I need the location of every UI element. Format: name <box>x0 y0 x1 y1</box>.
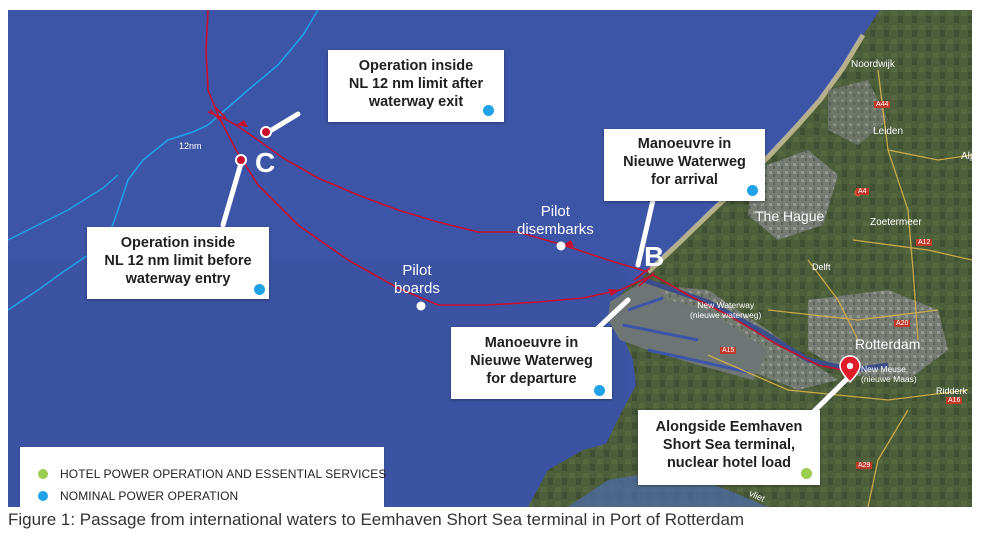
callout-departure: Manoeuvre in Nieuwe Waterweg for departu… <box>451 327 612 399</box>
nominal-power-indicator <box>483 105 494 116</box>
city-delft: Delft <box>812 262 831 272</box>
river-new-meuse-label: New Meuse (nieuwe Maas) <box>861 364 917 384</box>
hotel-power-indicator <box>801 468 812 479</box>
city-noordwijk: Noordwijk <box>851 59 895 70</box>
pilot-disembarks-label: Pilot disembarks <box>517 203 594 238</box>
urban-the-hague <box>748 150 838 240</box>
callout-waterway-exit: Operation inside NL 12 nm limit after wa… <box>328 50 504 122</box>
road-shield-a44: A44 <box>874 101 891 108</box>
callout-waterway-exit-text: Operation inside NL 12 nm limit after wa… <box>348 58 484 110</box>
city-the-hague: The Hague <box>755 208 825 224</box>
map-legend: HOTEL POWER OPERATION AND ESSENTIAL SERV… <box>20 447 387 507</box>
pilot-disembarks-dot <box>556 241 566 251</box>
point-c-label: C <box>255 147 276 178</box>
callout-arrival-text: Manoeuvre in Nieuwe Waterweg for arrival <box>623 136 746 188</box>
figure-caption: Figure 1: Passage from international wat… <box>8 510 745 529</box>
blue-dot-icon <box>38 491 48 501</box>
point-b-label: B <box>644 241 665 272</box>
road-shield-a29: A29 <box>856 462 873 469</box>
callout-eemhaven-terminal-text: Alongside Eemhaven Short Sea terminal, n… <box>655 419 803 471</box>
road-shield-a4: A4 <box>856 188 869 195</box>
legend-label: NOMINAL POWER OPERATION <box>60 489 239 503</box>
callout-waterway-entry-text: Operation inside NL 12 nm limit before w… <box>104 235 252 287</box>
pilot-boards-label: Pilot boards <box>394 262 440 297</box>
city-alp: Alp <box>961 151 972 162</box>
road-shield-a20: A20 <box>894 320 911 327</box>
callout-arrival: Manoeuvre in Nieuwe Waterweg for arrival <box>604 129 765 201</box>
road-network <box>707 69 972 507</box>
limit-12nm-label: 12nm <box>179 141 202 151</box>
nominal-power-indicator <box>747 185 758 196</box>
callout-departure-text: Manoeuvre in Nieuwe Waterweg for departu… <box>470 335 593 387</box>
terminal-pin-icon <box>839 355 861 384</box>
city-zoetermeer: Zoetermeer <box>870 217 922 228</box>
road-shield-a12: A12 <box>916 239 933 246</box>
outbound-route <box>207 111 649 273</box>
pilot-boards-dot <box>416 301 426 311</box>
nominal-power-indicator <box>594 385 605 396</box>
callout-waterway-entry: Operation inside NL 12 nm limit before w… <box>87 227 269 299</box>
waypoint-exit-dot <box>260 126 272 138</box>
previous-text-fragment <box>0 0 982 10</box>
green-dot-icon <box>38 469 48 479</box>
road-shield-a16: A16 <box>946 397 963 404</box>
map-view[interactable]: C B 12nm Pilot boards Pilot disembarks T… <box>8 10 972 507</box>
river-new-waterway-label: New Waterway (nieuwe waterweg) <box>690 300 762 320</box>
territorial-limit-line <box>8 10 319 311</box>
legend-label: HOTEL POWER OPERATION AND ESSENTIAL SERV… <box>60 467 387 481</box>
callout-eemhaven-terminal: Alongside Eemhaven Short Sea terminal, n… <box>638 410 820 485</box>
road-shield-a15: A15 <box>720 347 737 354</box>
waypoint-entry-dot <box>235 154 247 166</box>
city-leiden: Leiden <box>873 126 904 137</box>
city-ridderkerk: Ridderk <box>936 386 968 396</box>
nominal-power-indicator <box>254 284 265 295</box>
city-rotterdam: Rotterdam <box>855 336 921 352</box>
